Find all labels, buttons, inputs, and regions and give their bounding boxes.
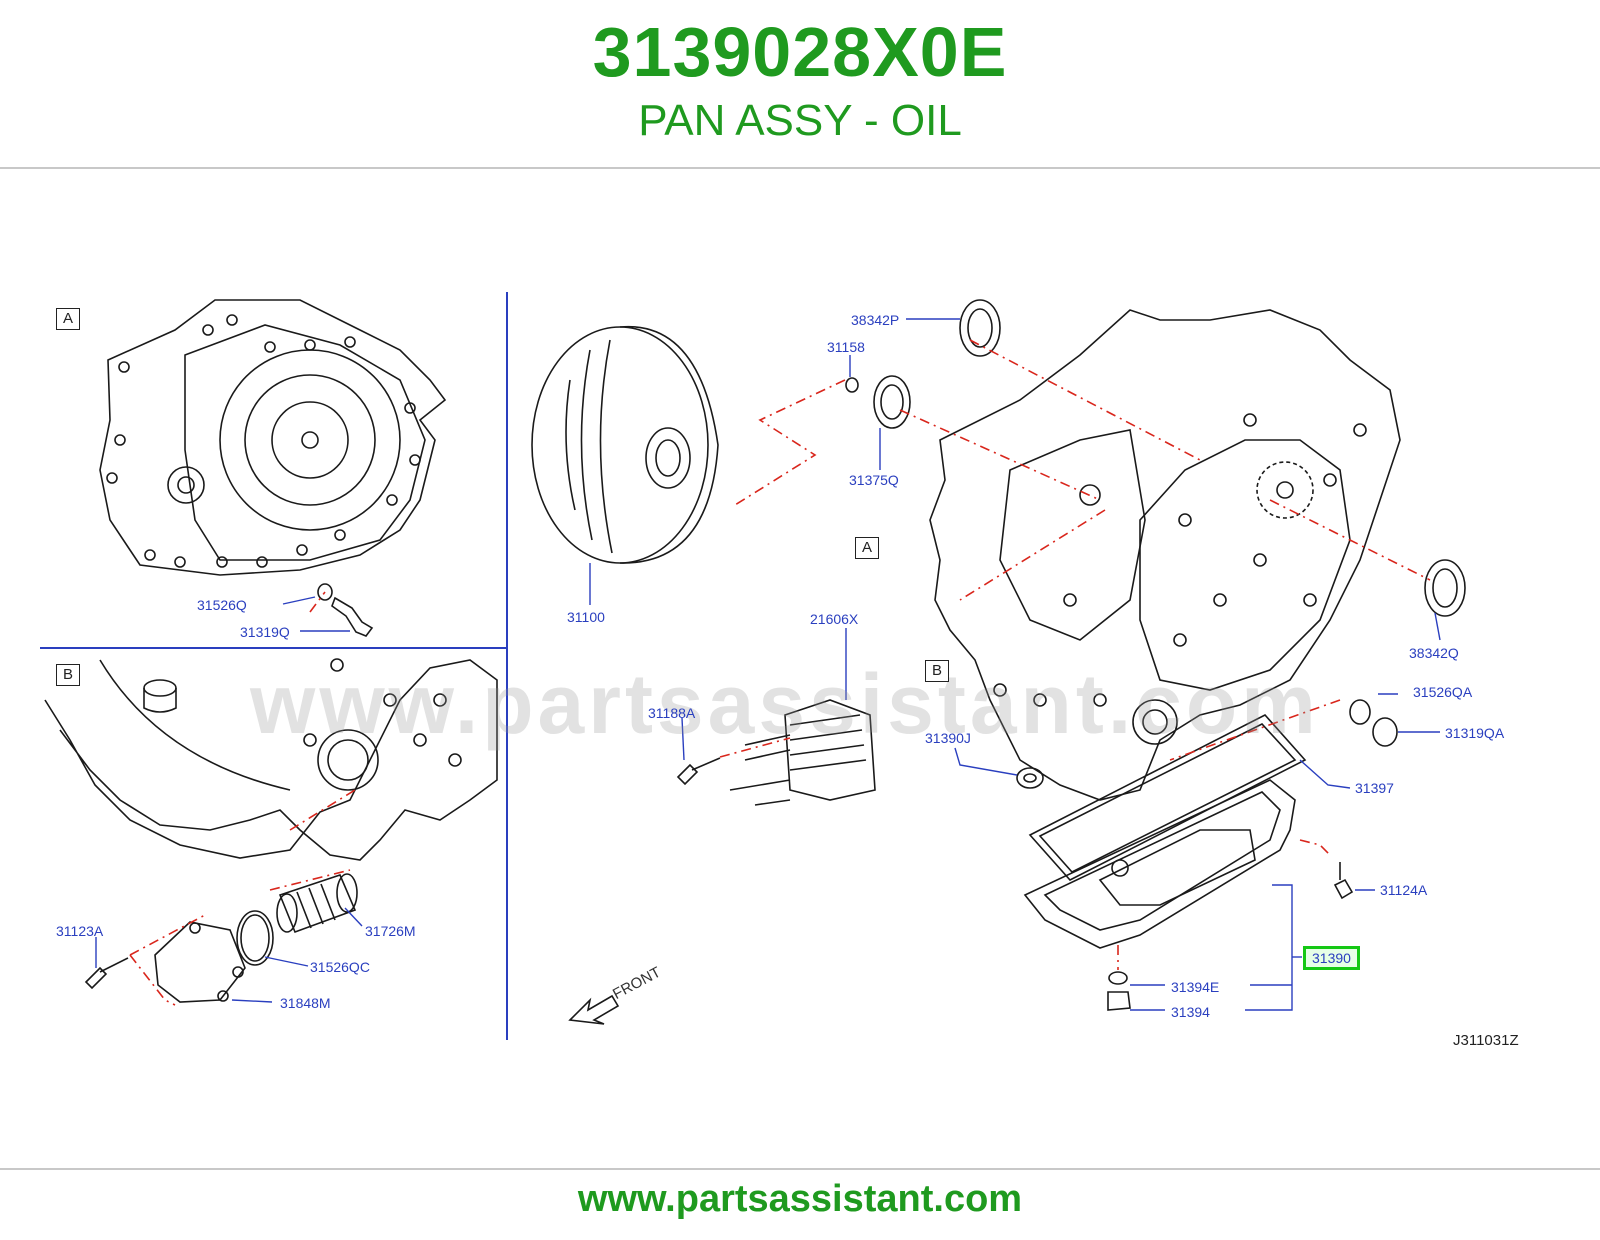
callout-31726M[interactable]: 31726M <box>365 923 416 939</box>
callout-31319QA[interactable]: 31319QA <box>1445 725 1505 741</box>
footer-divider <box>0 1168 1600 1170</box>
footer-url[interactable]: www.partsassistant.com <box>577 1178 1023 1220</box>
gasket-31397 <box>1028 714 1307 881</box>
callout-31394E[interactable]: 31394E <box>1171 979 1220 995</box>
part-description: PAN ASSY - OIL <box>638 96 962 145</box>
callout-31394[interactable]: 31394 <box>1171 1004 1210 1020</box>
view-a-housing <box>99 299 447 637</box>
callout-31375Q[interactable]: 31375Q <box>849 472 899 488</box>
seal-38342Q <box>1424 559 1466 617</box>
callout-31848M[interactable]: 31848M <box>280 995 331 1011</box>
front-arrow <box>568 994 620 1025</box>
view-tag-b: B <box>56 664 80 686</box>
oil-pan-31390 <box>1023 779 1296 949</box>
washer-31526QA <box>1349 699 1371 725</box>
callout-31123A[interactable]: 31123A <box>56 923 104 939</box>
seal-31375Q <box>873 375 911 429</box>
watermark: www.partsassistant.com <box>250 657 1320 751</box>
callout-31158[interactable]: 31158 <box>827 339 865 355</box>
diagram-code: J311031Z <box>1453 1032 1519 1049</box>
seal-38342P <box>959 299 1001 357</box>
callout-38342Q[interactable]: 38342Q <box>1409 645 1459 661</box>
torque-converter <box>531 325 719 564</box>
callout-31188A[interactable]: 31188A <box>648 705 696 721</box>
oring-31158 <box>845 377 859 393</box>
oil-cooler <box>729 699 876 806</box>
callout-31526Q[interactable]: 31526Q <box>197 597 247 613</box>
view-b-housing <box>44 658 498 1003</box>
callout-31390J[interactable]: 31390J <box>925 730 971 746</box>
view-pointer-a: A <box>855 537 879 559</box>
callout-21606X[interactable]: 21606X <box>810 611 859 627</box>
callout-31397[interactable]: 31397 <box>1355 780 1394 796</box>
view-pointer-b: B <box>925 660 949 682</box>
callout-38342P[interactable]: 38342P <box>851 312 900 328</box>
header-divider <box>0 167 1600 169</box>
part-number-title: 3139028X0E <box>592 13 1008 91</box>
callout-31526QA[interactable]: 31526QA <box>1413 684 1473 700</box>
callout-31100[interactable]: 31100 <box>567 609 605 625</box>
view-tag-a: A <box>56 308 80 330</box>
callout-31124A[interactable]: 31124A <box>1380 882 1428 898</box>
callout-31526QC[interactable]: 31526QC <box>310 959 370 975</box>
callout-31390-highlighted[interactable]: 31390 <box>1303 946 1360 970</box>
callout-31319Q[interactable]: 31319Q <box>240 624 290 640</box>
transaxle-case <box>929 309 1401 801</box>
